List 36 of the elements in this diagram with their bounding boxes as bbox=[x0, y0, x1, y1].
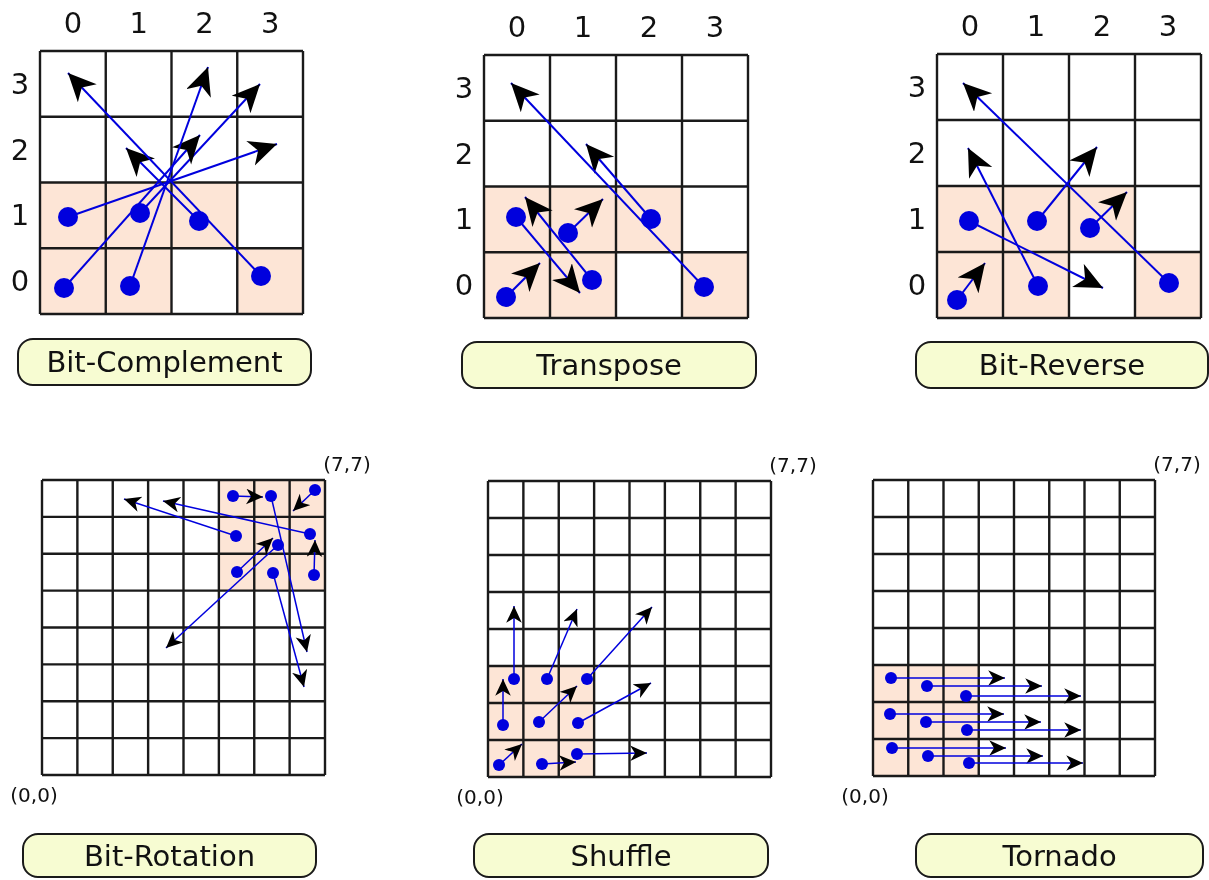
corner-coordinate: (0,0) bbox=[841, 786, 889, 806]
axis-number: 3 bbox=[454, 73, 474, 103]
corner-coordinate: (7,7) bbox=[1153, 454, 1201, 474]
axis-number: 1 bbox=[454, 204, 474, 234]
pattern-name-box: Bit-Rotation bbox=[22, 833, 317, 878]
axis-number: 0 bbox=[454, 270, 474, 300]
axis-number: 1 bbox=[907, 204, 927, 234]
axis-number: 2 bbox=[1092, 11, 1112, 41]
corner-coordinate: (0,0) bbox=[456, 787, 504, 807]
axis-number: 3 bbox=[260, 8, 280, 38]
corner-coordinate: (7,7) bbox=[323, 454, 371, 474]
pattern-name-box: Shuffle bbox=[473, 833, 769, 878]
axis-number: 1 bbox=[1026, 11, 1046, 41]
axis-number: 0 bbox=[960, 11, 980, 41]
axis-number: 1 bbox=[129, 8, 148, 38]
axis-number: 1 bbox=[10, 200, 30, 230]
axis-number: 0 bbox=[907, 270, 927, 300]
axis-number: 1 bbox=[573, 12, 593, 42]
corner-coordinate: (7,7) bbox=[769, 455, 817, 475]
axis-number: 2 bbox=[10, 135, 30, 165]
axis-number: 3 bbox=[10, 69, 30, 99]
pattern-name-box: Bit-Complement bbox=[17, 338, 312, 386]
axis-number: 3 bbox=[907, 72, 927, 102]
axis-number: 2 bbox=[907, 138, 927, 168]
corner-coordinate: (0,0) bbox=[10, 785, 58, 805]
pattern-name-box: Tornado bbox=[915, 833, 1204, 878]
pattern-name-box: Bit-Reverse bbox=[915, 341, 1209, 389]
axis-number: 2 bbox=[454, 139, 474, 169]
axis-number: 0 bbox=[507, 12, 527, 42]
axis-number: 2 bbox=[639, 12, 659, 42]
axis-number: 2 bbox=[195, 8, 214, 38]
axis-number: 0 bbox=[10, 266, 30, 296]
axis-number: 3 bbox=[705, 12, 725, 42]
axis-number: 0 bbox=[63, 8, 83, 38]
axis-number: 3 bbox=[1158, 11, 1178, 41]
pattern-name-box: Transpose bbox=[461, 341, 757, 389]
